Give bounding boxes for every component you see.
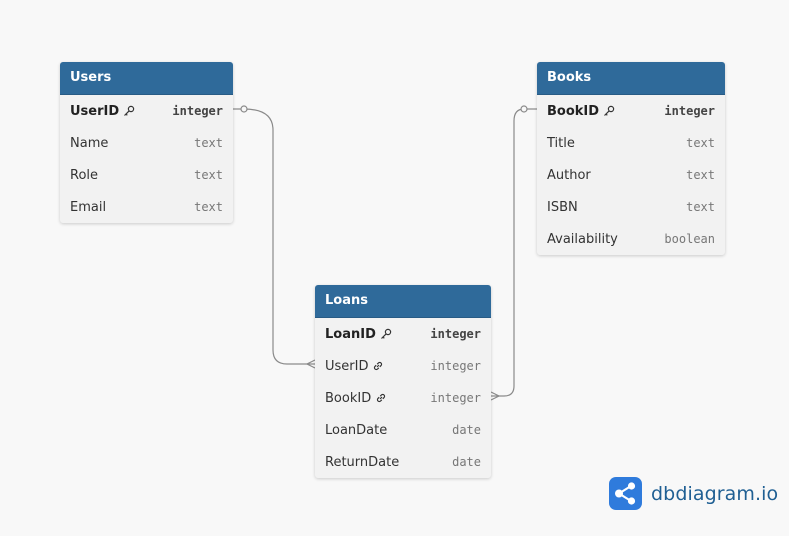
column-name: LoanID <box>325 327 392 342</box>
link-icon <box>372 360 384 372</box>
table-header[interactable]: Users <box>60 62 233 95</box>
table-row[interactable]: LoanID integer <box>315 318 491 350</box>
table-users[interactable]: Users UserID integer Name text Role text… <box>60 62 233 223</box>
table-row[interactable]: Title text <box>537 127 725 159</box>
column-type: integer <box>430 327 481 341</box>
table-row[interactable]: ReturnDate date <box>315 446 491 478</box>
share-nodes-icon <box>609 477 642 510</box>
column-type: integer <box>430 391 481 405</box>
column-type: text <box>194 200 223 214</box>
column-type: integer <box>430 359 481 373</box>
column-type: text <box>194 136 223 150</box>
column-name: Role <box>70 167 99 183</box>
column-type: text <box>194 168 223 182</box>
column-type: date <box>452 455 481 469</box>
column-type: date <box>452 423 481 437</box>
table-header[interactable]: Books <box>537 62 725 95</box>
table-row[interactable]: Role text <box>60 159 233 191</box>
column-type: integer <box>664 104 715 118</box>
column-name: BookID <box>547 104 615 119</box>
table-row[interactable]: UserID integer <box>315 350 491 382</box>
column-name: Email <box>70 199 107 215</box>
many-end-marker <box>305 359 316 369</box>
table-row[interactable]: BookID integer <box>315 382 491 414</box>
column-name: Title <box>547 135 575 151</box>
table-row[interactable]: Email text <box>60 191 233 223</box>
column-name: ReturnDate <box>325 454 400 470</box>
brand-logo-link[interactable]: dbdiagram.io <box>609 477 778 510</box>
column-type: boolean <box>664 232 715 246</box>
table-row[interactable]: Author text <box>537 159 725 191</box>
column-name: Name <box>70 135 109 151</box>
column-type: text <box>686 168 715 182</box>
column-name: LoanDate <box>325 422 388 438</box>
column-name: UserID <box>325 359 384 374</box>
table-loans[interactable]: Loans LoanID integer UserID integer Book… <box>315 285 491 478</box>
one-end-marker <box>520 105 528 113</box>
table-row[interactable]: UserID integer <box>60 95 233 127</box>
table-header[interactable]: Loans <box>315 285 491 318</box>
brand-text: dbdiagram.io <box>651 482 779 505</box>
column-type: text <box>686 200 715 214</box>
relationship-books-loans[interactable] <box>491 108 537 397</box>
one-end-marker <box>240 105 248 113</box>
table-row[interactable]: BookID integer <box>537 95 725 127</box>
table-books[interactable]: Books BookID integer Title text Author t… <box>537 62 725 255</box>
table-row[interactable]: LoanDate date <box>315 414 491 446</box>
column-name: BookID <box>325 391 387 406</box>
link-icon <box>375 392 387 404</box>
key-icon <box>123 105 135 117</box>
column-name: Availability <box>547 231 618 247</box>
column-type: integer <box>172 104 223 118</box>
column-name: UserID <box>70 104 135 119</box>
key-icon <box>603 105 615 117</box>
key-icon <box>380 328 392 340</box>
many-end-marker <box>490 391 501 401</box>
table-row[interactable]: Name text <box>60 127 233 159</box>
table-row[interactable]: Availability boolean <box>537 223 725 255</box>
column-type: text <box>686 136 715 150</box>
column-name: ISBN <box>547 199 578 215</box>
table-row[interactable]: ISBN text <box>537 191 725 223</box>
column-name: Author <box>547 167 591 183</box>
relationship-users-loans[interactable] <box>232 108 315 365</box>
